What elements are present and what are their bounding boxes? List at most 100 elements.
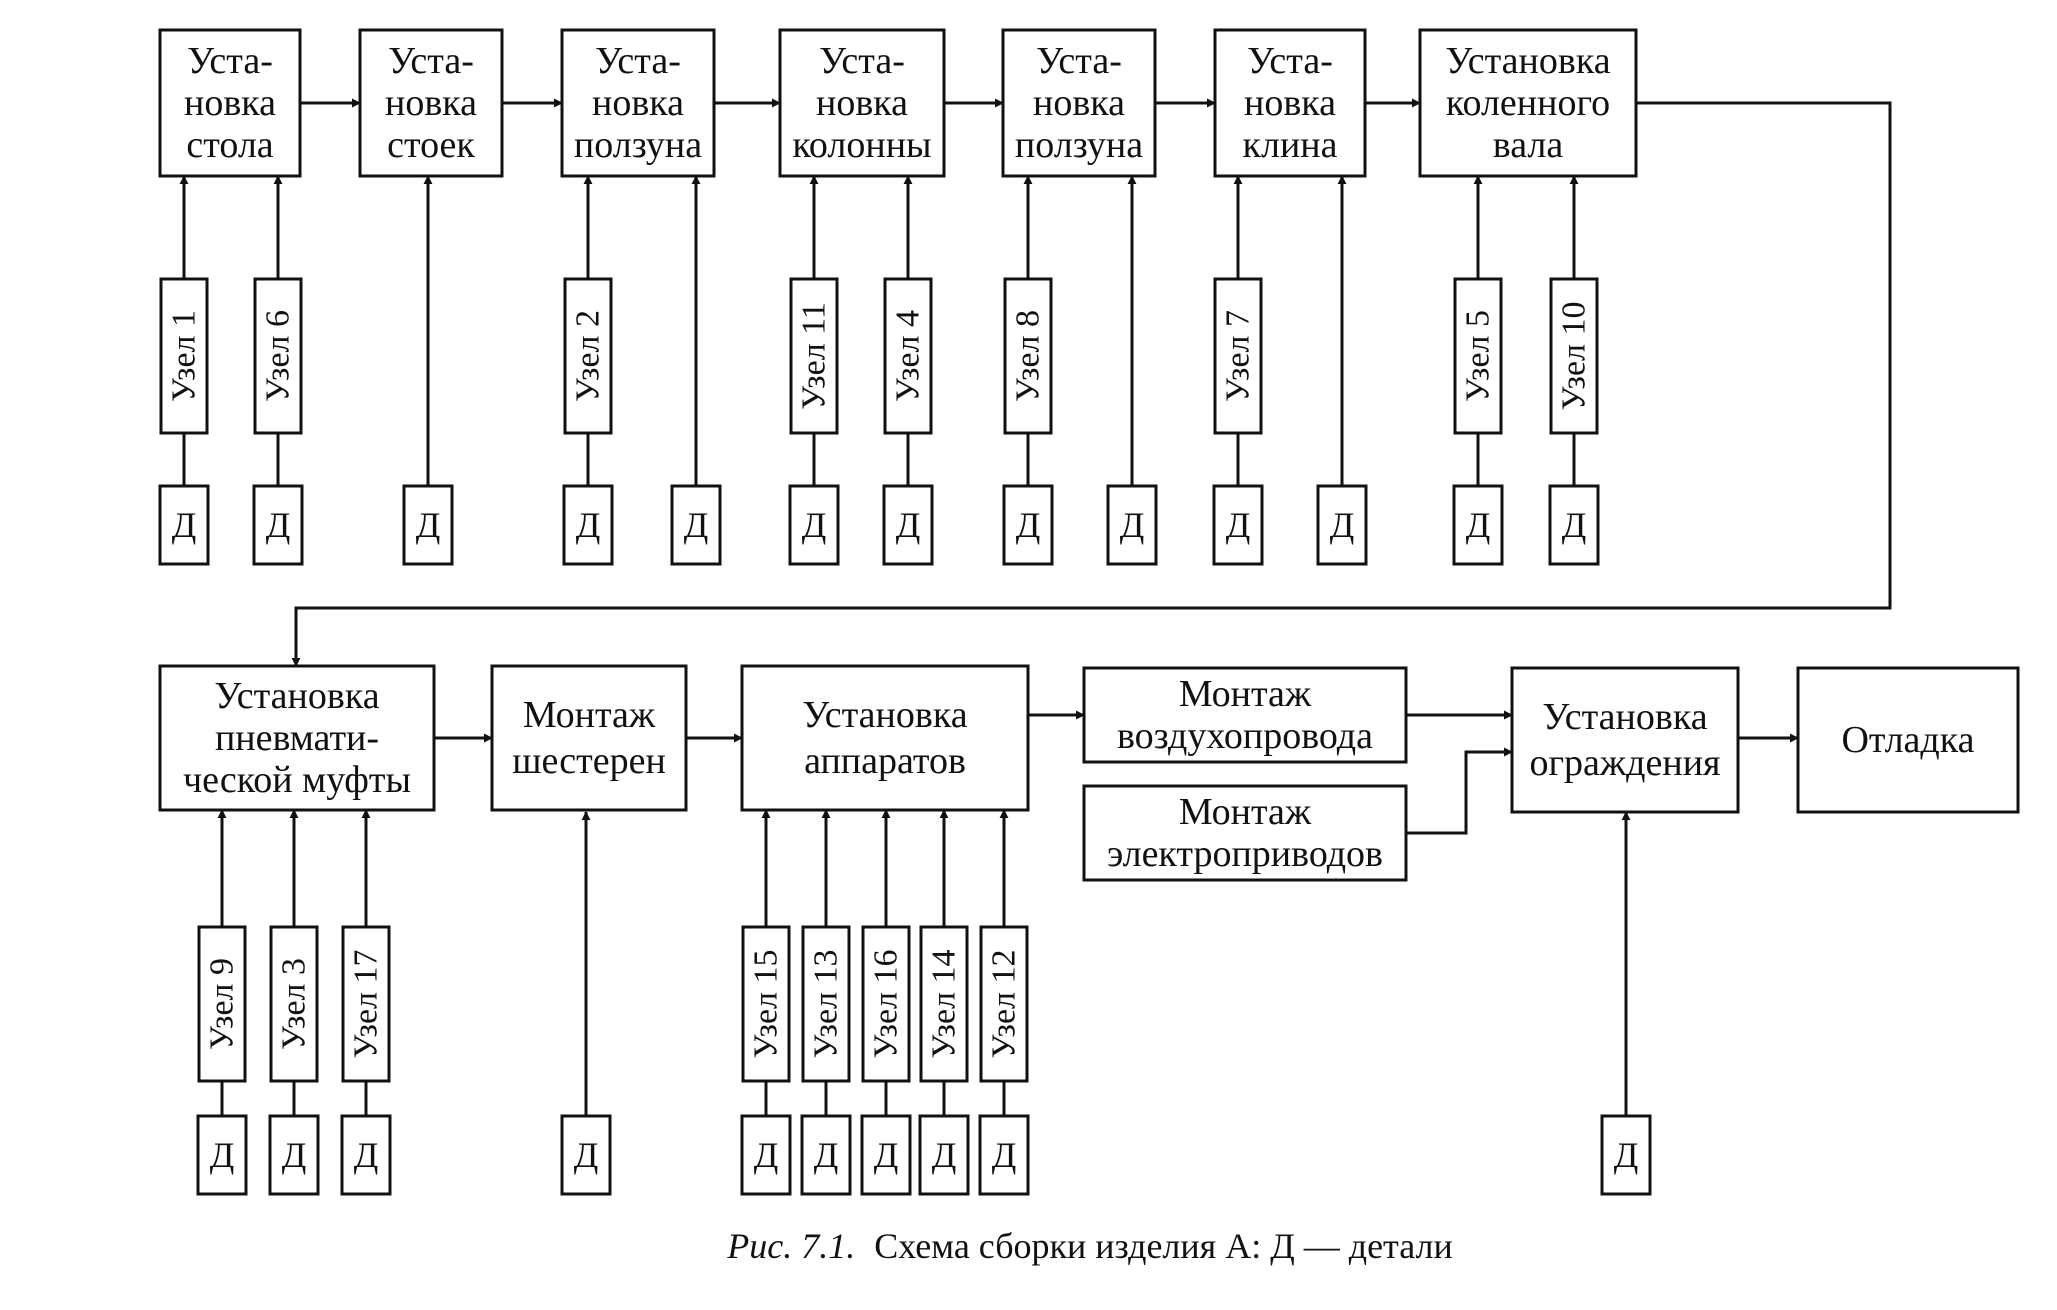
connections [179,98,1892,1116]
part-label: Д [1016,505,1041,545]
step-label: шестерен [512,740,666,782]
part-label: Д [802,505,827,545]
step-label: Уста- [1036,40,1122,82]
part-label: Д [754,1135,779,1175]
part-box: Д [788,484,840,566]
step-label: новка [1033,82,1125,124]
part-label: Д [874,1135,899,1175]
assembly-units: Узел 1 Узел 6 Узел 2 Узел 11 Узел 4 Узел 8 Узе… [159,277,1599,1083]
flow-arrow [1406,747,1513,835]
unit-label: Узел 11 [796,302,833,410]
unit-n4: Узел 4 [883,277,933,435]
step-label: электроприводов [1107,833,1383,875]
part-label: Д [266,505,291,545]
part-box: Д [196,1114,248,1196]
part-label: Д [896,505,921,545]
part-label: Д [1330,505,1355,545]
part-box: Д [340,1114,392,1196]
step-label: Установка [214,675,379,717]
part-box: Д [1106,484,1158,566]
unit-label: Узел 17 [348,949,385,1058]
step-label: Монтаж [1179,673,1312,715]
part-label: Д [1466,505,1491,545]
step-label: новка [184,82,276,124]
unit-n17: Узел 17 [341,925,391,1083]
unit-n13: Узел 13 [801,925,851,1083]
part-label: Д [416,505,441,545]
part-box: Д [158,484,210,566]
step-label: Монтаж [523,694,656,736]
unit-label: Узел 13 [808,949,845,1058]
part-box: Д [1002,484,1054,566]
unit-label: Узел 7 [1220,310,1257,402]
part-box: Д [268,1114,320,1196]
step-label: Уста- [595,40,681,82]
unit-n16: Узел 16 [861,925,911,1083]
unit-n12: Узел 12 [979,925,1029,1083]
unit-label: Узел 12 [986,949,1023,1058]
step-label: Установка [1445,40,1610,82]
step-label: клина [1243,124,1338,166]
part-label: Д [814,1135,839,1175]
unit-n15: Узел 15 [741,925,791,1083]
unit-label: Узел 15 [748,949,785,1058]
unit-label: Узел 16 [868,949,905,1058]
step-label: Уста- [187,40,273,82]
step-label: Уста- [1247,40,1333,82]
caption-text: Схема сборки изделия А: Д — детали [874,1226,1453,1266]
step-label: новка [1244,82,1336,124]
part-label: Д [684,505,709,545]
step-label: колонны [792,124,931,166]
step-label: воздухопровода [1117,715,1373,757]
unit-n2: Узел 2 [563,277,613,435]
figure-caption: Рис. 7.1. Схема сборки изделия А: Д — де… [726,1226,1453,1266]
part-label: Д [574,1135,599,1175]
unit-n3: Узел 3 [269,925,319,1083]
part-label: Д [932,1135,957,1175]
part-box: Д [860,1114,912,1196]
step-label: Установка [1542,696,1707,738]
unit-n11: Узел 11 [789,277,839,435]
part-box: Д [740,1114,792,1196]
unit-n7: Узел 7 [1213,277,1263,435]
unit-label: Узел 6 [260,310,297,402]
unit-n8: Узел 8 [1003,277,1053,435]
part-box: Д [560,1114,612,1196]
step-label: стола [186,124,273,166]
step-label: аппаратов [804,740,966,782]
part-label: Д [1562,505,1587,545]
step-box-b14: Отладка [1796,666,2020,814]
part-label: Д [1226,505,1251,545]
step-label: вала [1493,124,1564,166]
unit-label: Узел 4 [890,310,927,402]
part-label: Д [210,1135,235,1175]
unit-n10: Узел 10 [1549,277,1599,435]
unit-label: Узел 5 [1460,310,1497,402]
unit-label: Узел 3 [276,958,313,1050]
step-label: ограждения [1529,742,1720,784]
part-label: Д [576,505,601,545]
step-label: ческой муфты [183,759,411,801]
unit-label: Узел 1 [166,310,203,402]
part-box: Д [882,484,934,566]
part-label: Д [282,1135,307,1175]
part-box: Д [562,484,614,566]
step-label: коленного [1446,82,1610,124]
step-label: новка [816,82,908,124]
unit-n14: Узел 14 [919,925,969,1083]
step-label: ползуна [1015,124,1143,166]
unit-label: Узел 8 [1010,310,1047,402]
part-box: Д [1600,1114,1652,1196]
